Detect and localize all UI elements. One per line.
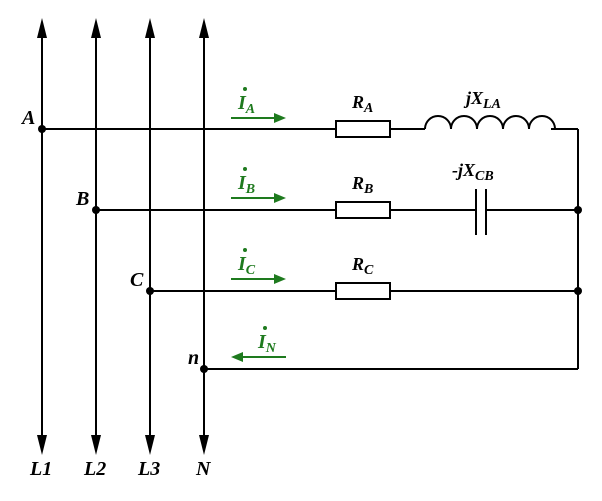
- label-RA: RA: [351, 92, 373, 116]
- inductor-XLA: [424, 115, 556, 130]
- node-label-n: n: [188, 347, 199, 369]
- label-RC: RC: [351, 254, 374, 278]
- label-IB: IB: [237, 172, 255, 197]
- branch-C: [146, 282, 578, 300]
- supply-line-N: [199, 18, 209, 455]
- node-label-A: A: [20, 107, 35, 129]
- label-N: N: [195, 458, 212, 480]
- label-L1: L1: [29, 458, 52, 480]
- branch-A: [38, 115, 578, 138]
- node-A-dot: [38, 125, 46, 133]
- current-IA-dot: [243, 87, 247, 91]
- label-IC: IC: [237, 253, 256, 278]
- label-XCB: -jXCB: [452, 160, 494, 184]
- junction-C-dot: [574, 287, 582, 295]
- resistor-RA: [335, 120, 391, 138]
- label-L3: L3: [137, 458, 160, 480]
- current-arrow-IA: [231, 113, 286, 123]
- branch-B: [92, 189, 578, 235]
- current-arrow-IN: [231, 352, 286, 362]
- resistor-RB: [335, 201, 391, 219]
- branch-N: [200, 129, 582, 373]
- label-L2: L2: [83, 458, 106, 480]
- junction-B-dot: [574, 206, 582, 214]
- resistor-RC: [335, 282, 391, 300]
- current-arrow-IC: [231, 274, 286, 284]
- node-label-B: B: [75, 188, 89, 210]
- supply-line-L3: [145, 18, 155, 455]
- node-C-dot: [146, 287, 154, 295]
- node-label-C: C: [130, 269, 144, 291]
- current-IN-dot: [263, 326, 267, 330]
- label-RB: RB: [351, 173, 373, 197]
- node-n-dot: [200, 365, 208, 373]
- current-IC-dot: [243, 248, 247, 252]
- node-B-dot: [92, 206, 100, 214]
- current-IB-dot: [243, 167, 247, 171]
- current-arrow-IB: [231, 193, 286, 203]
- label-IN: IN: [257, 331, 277, 356]
- supply-line-L2: [91, 18, 101, 455]
- supply-line-L1: [37, 18, 47, 455]
- label-IA: IA: [237, 92, 255, 117]
- label-XLA: jXLA: [463, 88, 501, 112]
